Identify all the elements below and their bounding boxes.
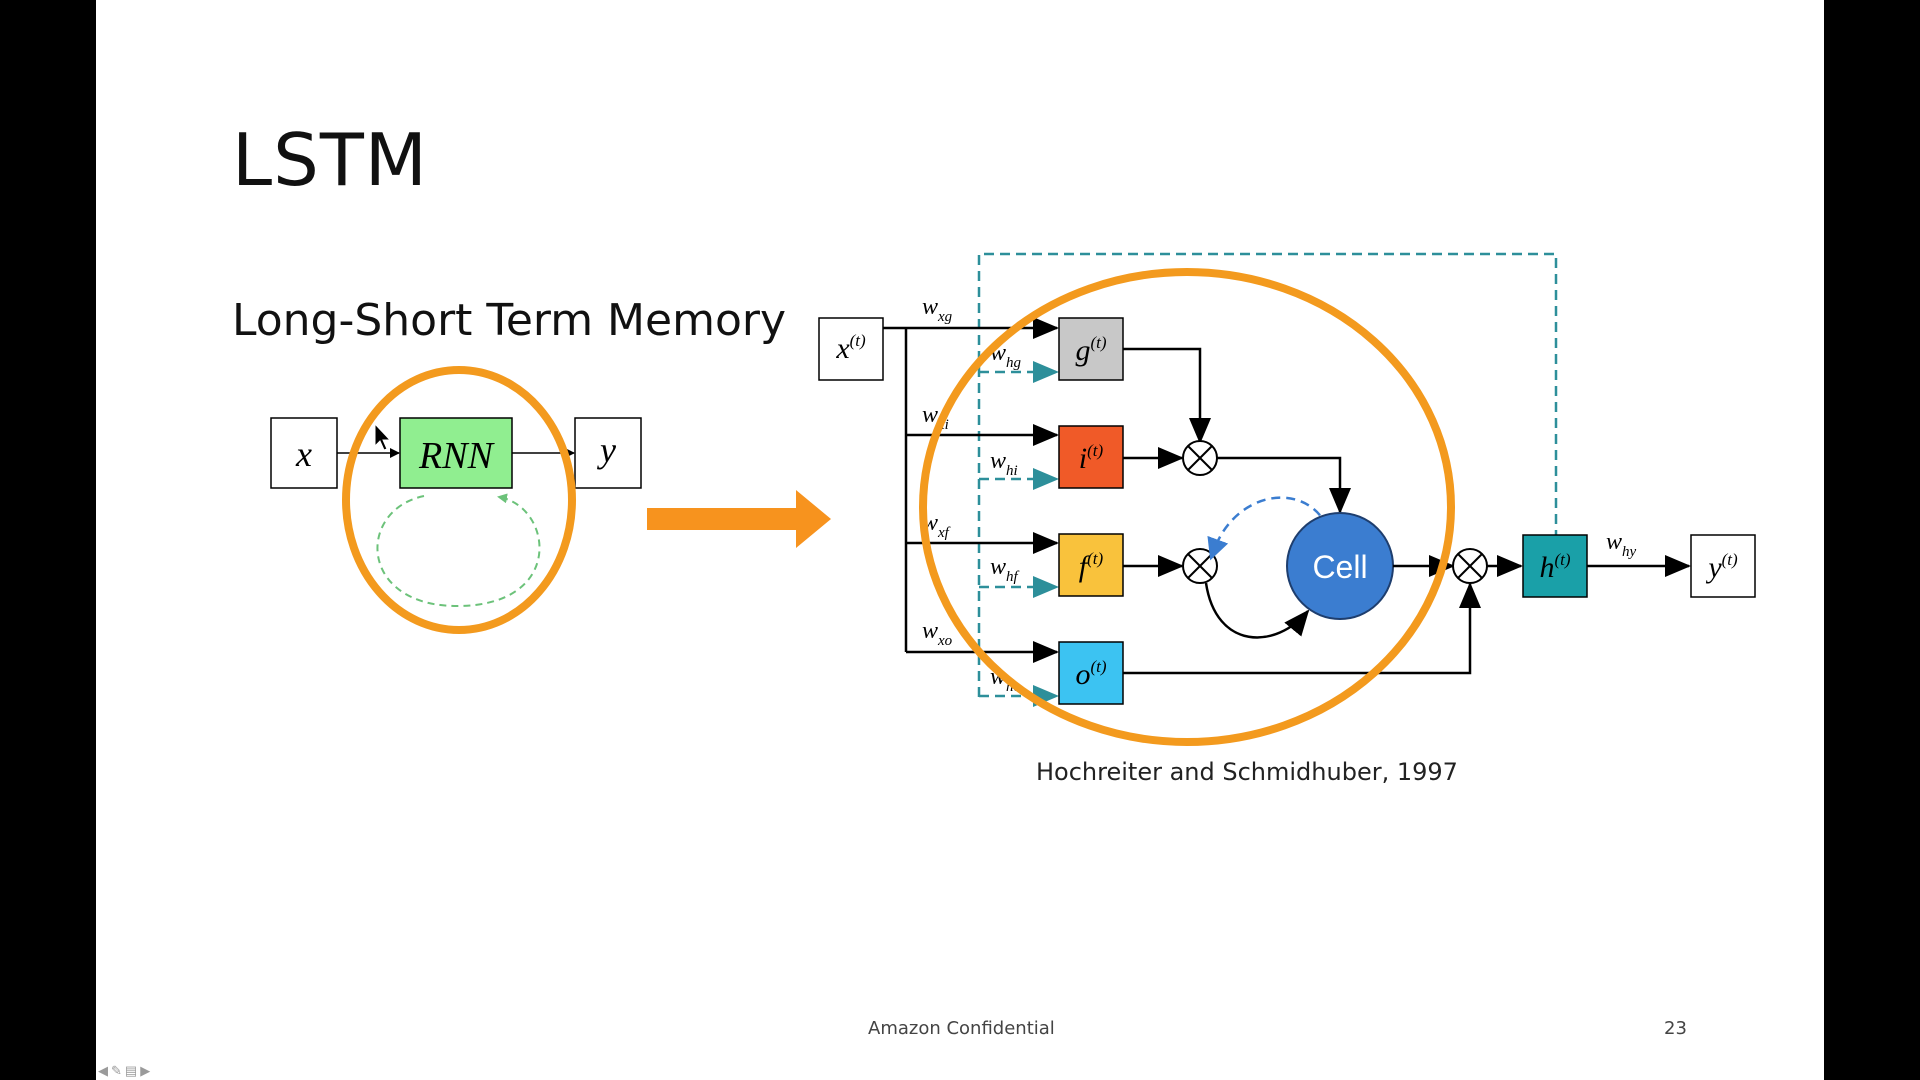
multiply-node-output xyxy=(1452,548,1488,584)
gate-f-box xyxy=(1058,533,1124,597)
lstm-highlight-ellipse xyxy=(919,268,1455,746)
hidden-state-label: h(t) xyxy=(1539,550,1570,584)
gate-g-box xyxy=(1058,317,1124,381)
page-number: 23 xyxy=(1664,1018,1687,1039)
lstm-input-box xyxy=(818,317,884,381)
slide-subtitle: Long-Short Term Memory xyxy=(232,295,786,346)
rnn-block xyxy=(399,417,513,489)
weight-label-xg: wxg xyxy=(922,294,953,325)
slide: LSTM Long-Short Term Memory x xyxy=(96,0,1824,1080)
gate-g-label: g(t) xyxy=(1075,333,1106,367)
cell-self-loop xyxy=(1207,496,1330,561)
weight-label-hf: whf xyxy=(990,554,1020,585)
rnn-output-label: y xyxy=(597,430,616,470)
pen-icon[interactable]: ✎ xyxy=(111,1063,122,1078)
transform-arrow-icon xyxy=(647,490,831,548)
gate-o-label: o(t) xyxy=(1075,657,1106,691)
rnn-input-box xyxy=(270,417,338,489)
rnn-recurrent-loop xyxy=(376,493,541,608)
slideshow-navbar: ◀ ✎ ▤ ▶ xyxy=(98,1064,150,1077)
citation-caption: Hochreiter and Schmidhuber, 1997 xyxy=(1036,758,1458,786)
rnn-input-label: x xyxy=(295,434,312,474)
weight-label-hy: why xyxy=(1606,529,1637,560)
arrow-left-icon[interactable]: ◀ xyxy=(98,1063,108,1078)
cell-label: Cell xyxy=(1312,549,1367,585)
mouse-cursor-icon xyxy=(374,422,392,451)
gate-i-box xyxy=(1058,425,1124,489)
multiply-node-forget xyxy=(1182,548,1218,584)
slide-title: LSTM xyxy=(232,118,428,202)
rnn-block-label: RNN xyxy=(418,435,496,477)
arrow-right-icon[interactable]: ▶ xyxy=(140,1063,151,1078)
hidden-state-box xyxy=(1522,534,1588,598)
gate-i-label: i(t) xyxy=(1079,441,1104,475)
slides-icon[interactable]: ▤ xyxy=(124,1063,138,1078)
footer-confidential: Amazon Confidential xyxy=(868,1018,1055,1039)
rnn-diagram: x RNN y xyxy=(270,366,642,634)
multiply-node-input xyxy=(1182,440,1218,476)
lstm-input-label: x(t) xyxy=(835,331,866,365)
lstm-output-label: y(t) xyxy=(1705,550,1738,584)
rnn-output-box xyxy=(574,417,642,489)
weight-label-xo: wxo xyxy=(922,618,953,649)
diagram-canvas: x RNN y x(t) xyxy=(270,252,1756,746)
lstm-output-box xyxy=(1690,534,1756,598)
rnn-highlight-ellipse xyxy=(342,366,576,634)
weight-label-hi: whi xyxy=(990,448,1018,479)
lstm-diagram: x(t) wxg whg wxi whi wxf whf wxo who g(t… xyxy=(818,252,1756,746)
